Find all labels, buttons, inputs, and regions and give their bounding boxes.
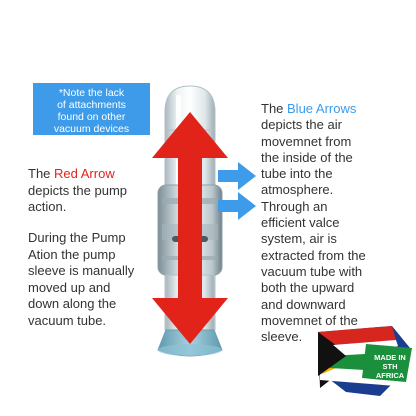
blue-desc-line: Through an [261,198,328,214]
blue-arrows-label: Blue Arrows [287,101,357,116]
blue-desc-line: movemnet of the [261,312,358,328]
blue-desc-line: atmosphere. [261,182,334,198]
pump-desc-line: Ation the pump [28,246,116,262]
red-pre-text: The [28,166,55,181]
blue-arrows-heading: The Blue Arrows [261,101,413,117]
blue-desc-line: tube into the [261,166,333,182]
red-arrow-heading: The Red Arrow [28,166,156,183]
note-line: found on other [57,111,126,123]
blue-desc-line: vacuum tube with [261,263,363,279]
badge-label: MADE IN STH AFRICA [368,353,412,380]
blue-desc-line: depicts the air [261,117,342,133]
red-arrow-label: Red Arrow [54,166,115,181]
note-line: *Note the lack [58,87,125,99]
blue-desc-line: system, air is [261,231,337,247]
blue-desc-line: efficient valce [261,215,340,231]
badge-line: MADE IN [374,353,406,362]
note-line: vacuum devices [53,123,130,135]
attachments-note: *Note the lack of attachments found on o… [33,83,150,135]
blue-desc-line: sleeve. [261,329,303,345]
blue-arrows-description: The Blue Arrows depicts the air movemnet… [261,101,413,345]
blue-arrow-lower [218,192,256,220]
red-double-arrow [152,112,228,344]
blue-pre-text: The [261,101,288,116]
pump-desc-line: vacuum tube. [28,312,107,328]
note-line: of attachments [57,99,126,111]
pump-desc-line: down along the [28,296,117,311]
blue-desc-line: movemnet from [261,133,352,149]
blue-desc-line: and downward [261,296,346,312]
badge-line: STH AFRICA [375,362,405,380]
blue-arrow-upper [218,162,256,190]
made-in-south-africa-badge [318,326,412,396]
blue-desc-line: both the upward [261,280,355,296]
pump-desc-line: sleeve is manually [28,263,135,278]
pump-action-description: During the Pump Ation the pump sleeve is… [28,230,156,329]
pump-desc-line: During the Pump [28,230,126,245]
blue-desc-line: extracted from the [261,247,366,263]
blue-desc-line: the inside of the [261,149,353,165]
red-desc-line: action. [28,199,67,214]
pump-desc-line: moved up and [28,279,111,295]
red-arrow-description: The Red Arrow depicts the pump action. [28,166,156,216]
red-desc-line: depicts the pump [28,182,128,198]
